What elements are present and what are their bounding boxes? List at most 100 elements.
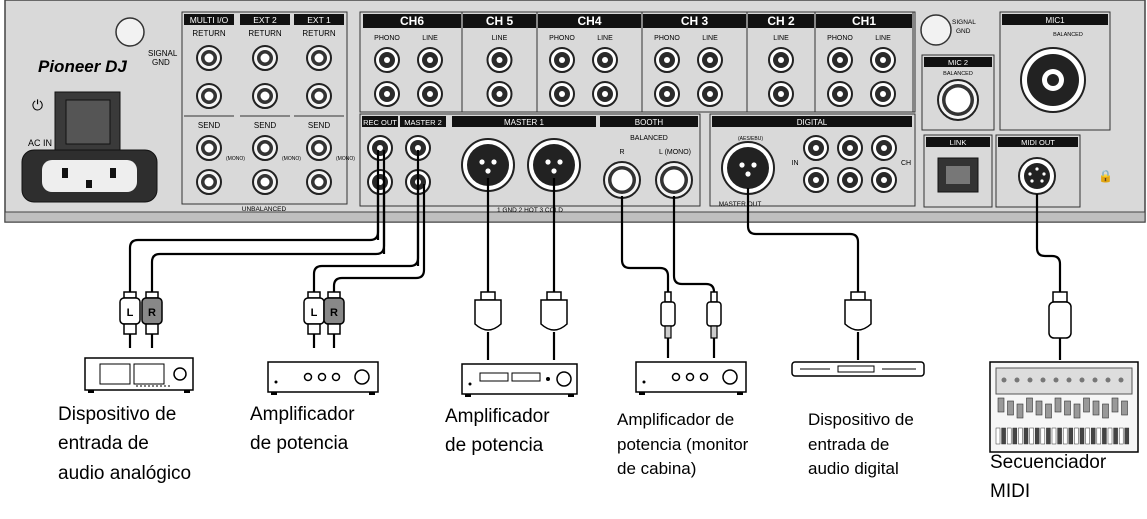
device-key bbox=[1074, 427, 1079, 445]
xlr-pin bbox=[485, 168, 491, 174]
panel-label: BALANCED bbox=[1053, 32, 1083, 38]
panel-label: RETURN bbox=[248, 29, 282, 38]
rca-jack bbox=[871, 135, 897, 161]
mic1-frame bbox=[999, 11, 1111, 131]
device-fader bbox=[1111, 397, 1119, 413]
jack bbox=[603, 161, 641, 199]
cable bbox=[620, 196, 670, 292]
jack bbox=[306, 169, 332, 195]
device-display bbox=[479, 372, 509, 382]
device-led bbox=[274, 380, 278, 384]
svg-text:SIGNAL: SIGNAL bbox=[148, 49, 178, 58]
rca-jack bbox=[367, 135, 393, 161]
caption-line: audio analógico bbox=[58, 462, 192, 484]
rca-pin bbox=[415, 145, 421, 151]
panel-label: MIC1 bbox=[1045, 16, 1065, 25]
caption-line: entrada de bbox=[808, 434, 890, 454]
power-amp-1-icon bbox=[267, 361, 379, 395]
rca-jack bbox=[486, 47, 513, 73]
plug-boot bbox=[327, 291, 341, 299]
midi-pin bbox=[1028, 172, 1032, 176]
jack bbox=[306, 45, 332, 71]
section-header bbox=[538, 14, 641, 28]
panel-label: LINE bbox=[702, 35, 718, 42]
midi-pin bbox=[1030, 179, 1034, 183]
rca-jack bbox=[486, 81, 513, 107]
panel-label: LINK bbox=[950, 138, 967, 147]
panel-label: SIGNAL bbox=[952, 19, 976, 26]
panel-label: LINE bbox=[492, 35, 508, 42]
rca-jack bbox=[697, 47, 723, 73]
output-frame bbox=[359, 113, 701, 207]
jack-hole bbox=[260, 91, 270, 101]
caption-analog-input: Dispositivo de entrada de audio analógic… bbox=[58, 400, 191, 488]
rca-pin bbox=[813, 145, 819, 151]
jack bbox=[196, 169, 222, 195]
jack bbox=[196, 45, 222, 71]
device-fader bbox=[1083, 397, 1090, 413]
trs-plug bbox=[660, 291, 676, 358]
rca-jack bbox=[592, 47, 618, 73]
device-key bbox=[1012, 427, 1018, 445]
panel-label: RETURN bbox=[192, 29, 226, 38]
ac-inlet bbox=[21, 149, 158, 203]
xlr-body bbox=[727, 147, 769, 189]
rca-jack bbox=[654, 81, 680, 107]
rca-jack bbox=[374, 81, 400, 107]
device-key bbox=[1113, 427, 1118, 445]
caption-digital-input: Dispositivo de entrada de audio digital bbox=[808, 408, 914, 482]
panel-label: DIGITAL bbox=[797, 118, 828, 127]
rca-jack bbox=[417, 47, 443, 73]
jack bbox=[252, 169, 278, 195]
device-display bbox=[99, 363, 131, 385]
device-knob bbox=[1066, 377, 1072, 383]
device-fader bbox=[1102, 403, 1109, 419]
device-key bbox=[1018, 427, 1023, 445]
rca-pin bbox=[559, 57, 565, 63]
device-foot bbox=[88, 390, 94, 393]
panel-label: BALANCED bbox=[943, 71, 973, 77]
device-key bbox=[1001, 427, 1006, 445]
midi-sequencer-device-icon bbox=[989, 361, 1139, 453]
panel-label: PHONO bbox=[374, 35, 400, 42]
section-header bbox=[184, 14, 234, 25]
caption-line: MIDI bbox=[990, 481, 1031, 503]
rca-pin bbox=[377, 145, 383, 151]
plug-boot bbox=[546, 291, 562, 301]
caption-line: Dispositivo de bbox=[808, 410, 914, 429]
panel-label: GND bbox=[956, 28, 971, 35]
device-key bbox=[1023, 427, 1029, 445]
midi-pin bbox=[1035, 167, 1039, 171]
analog-input-device-icon bbox=[84, 357, 194, 393]
rca-jack bbox=[768, 81, 794, 107]
rca-pin bbox=[496, 91, 503, 97]
xlr-pin bbox=[479, 159, 485, 165]
device-key bbox=[995, 427, 1001, 445]
plug-tip bbox=[145, 323, 159, 335]
device-knob bbox=[1105, 377, 1111, 383]
rca-pin bbox=[837, 57, 843, 63]
rca-pin bbox=[778, 57, 784, 63]
plug-boot bbox=[710, 291, 718, 303]
xlr-pin bbox=[557, 159, 563, 165]
panel-label: LINE bbox=[875, 35, 891, 42]
jack-hole bbox=[204, 53, 214, 63]
section-header bbox=[363, 14, 461, 28]
rca-pin bbox=[880, 57, 886, 63]
booth-amp-icon bbox=[635, 361, 747, 395]
panel-label: LINE bbox=[597, 35, 613, 42]
xlr-pin bbox=[745, 171, 751, 177]
panel-label: PHONO bbox=[549, 35, 575, 42]
panel-label: CH 5 bbox=[486, 14, 514, 28]
jack-hole bbox=[314, 53, 324, 63]
jack-hole bbox=[260, 177, 270, 187]
device-fader bbox=[1007, 400, 1014, 416]
rca-pin bbox=[778, 91, 784, 97]
panel-label: CH6 bbox=[400, 14, 424, 28]
jack-hole bbox=[260, 53, 270, 63]
rca-jack bbox=[837, 167, 863, 193]
rca-jack bbox=[374, 47, 400, 73]
panel-label: EXT 1 bbox=[307, 15, 331, 25]
